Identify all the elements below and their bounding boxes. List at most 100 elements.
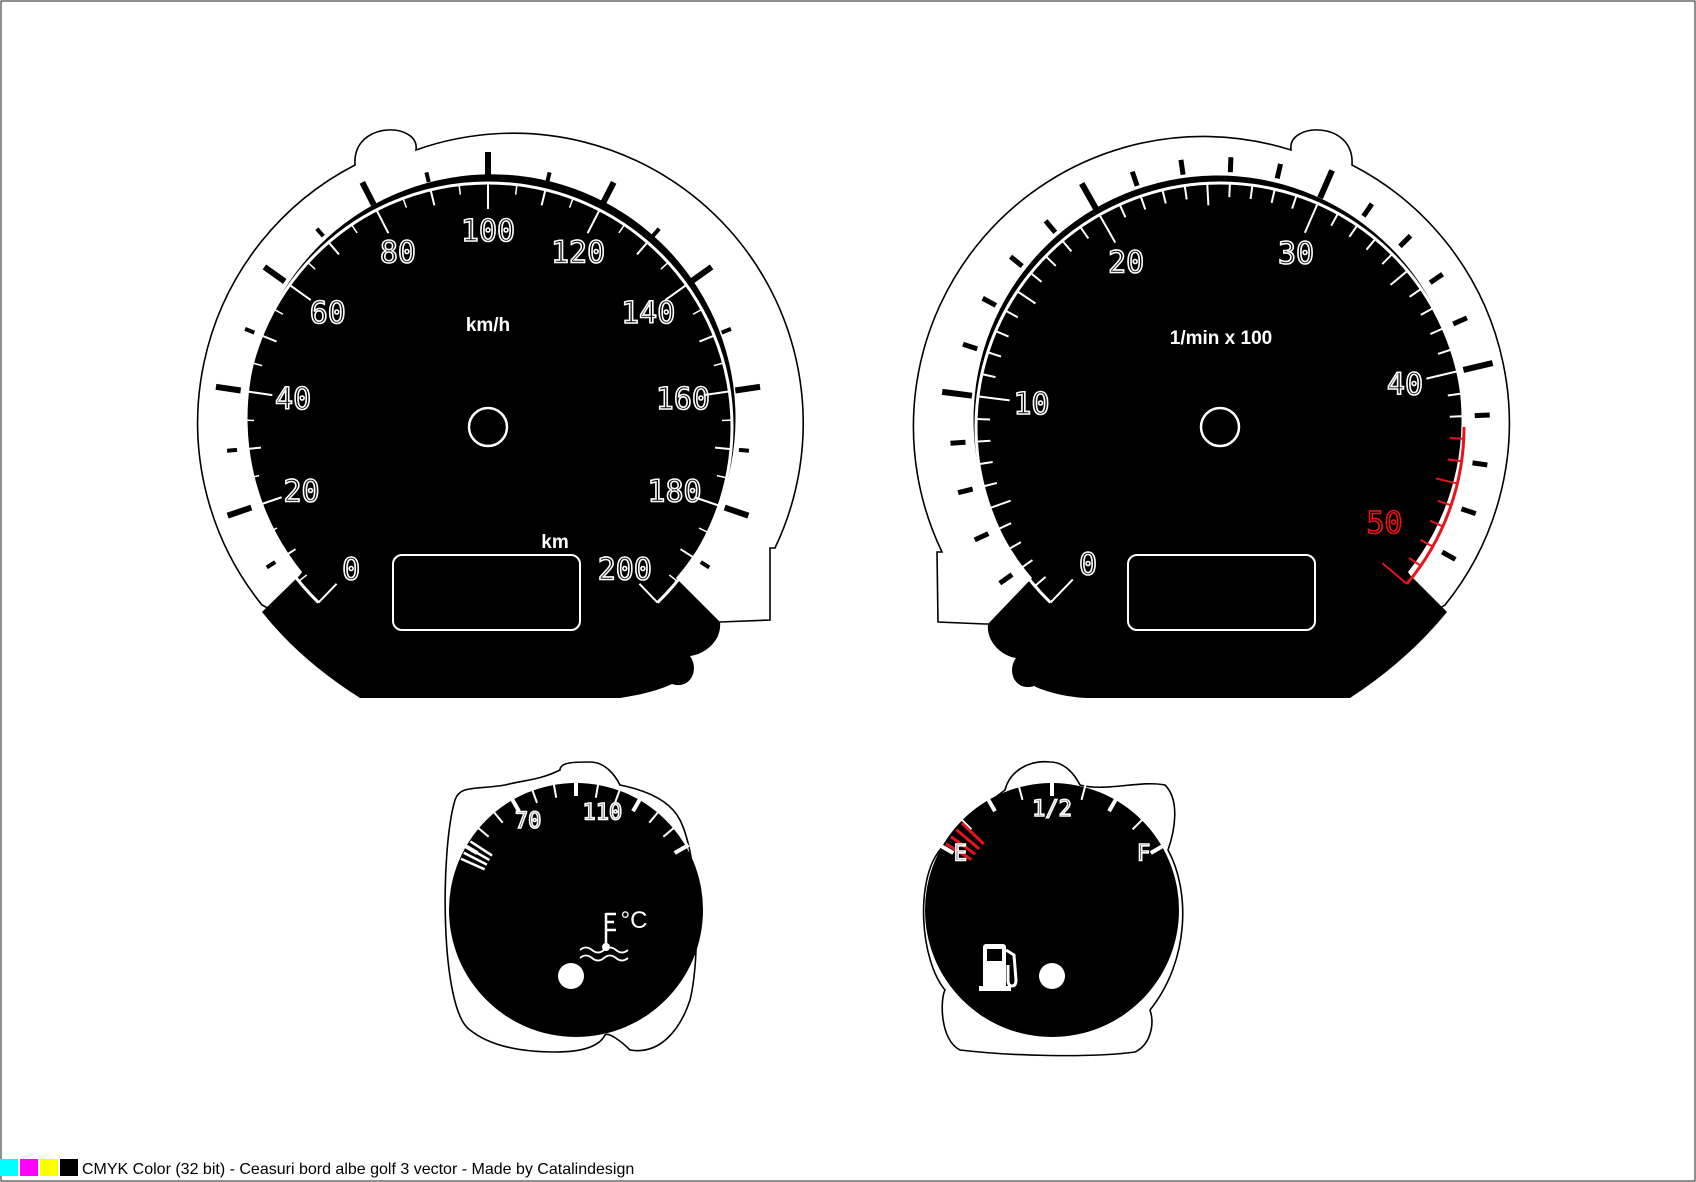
tachometer-major-tick [1079, 182, 1100, 212]
tachometer-minor-tick [1034, 576, 1047, 587]
tachometer-mid-tick [1361, 202, 1374, 218]
temperature-tick-inner [594, 781, 600, 798]
speedometer-minor-tick [692, 308, 703, 315]
speedometer-minor-tick [699, 334, 715, 343]
tachometer-minor-tick [1045, 255, 1057, 267]
tachometer-mid-tick [950, 439, 966, 446]
speedometer-mid-tick [424, 171, 431, 183]
temperature-tick-inner [614, 787, 622, 804]
speedometer-mid-tick [699, 560, 711, 570]
fuel-scale-labels: E1/2F [953, 796, 1151, 867]
tachometer-minor-tick [1330, 212, 1339, 227]
speedometer-minor-tick [244, 446, 262, 451]
fuel-reserve-hatch [955, 828, 981, 851]
speedometer-minor-tick [375, 209, 390, 234]
speedometer-major-tick [734, 383, 761, 394]
speedometer-minor-tick [429, 189, 436, 206]
speedometer-mid-tick [226, 447, 238, 453]
temperature-tick-inner [673, 843, 690, 855]
temperature-tick-inner [475, 825, 490, 838]
temperature-tick-inner [491, 809, 504, 824]
speedometer-minor-tick [540, 189, 547, 206]
tachometer-mid-tick [1043, 219, 1058, 234]
speedometer-mid-tick [651, 227, 661, 238]
speedometer-minor-tick [256, 496, 282, 507]
color-profile-footer: CMYK Color (32 bit) - Ceasuri bord albe … [0, 1159, 634, 1180]
tachometer-minor-tick [1426, 370, 1458, 380]
speedometer-major-tick [599, 181, 617, 207]
tachometer-minor-tick [1437, 499, 1452, 507]
speedometer-major-tick [689, 264, 714, 284]
tachometer-minor-tick [1437, 348, 1452, 355]
fuel-reserve-hatch [945, 842, 973, 861]
tachometer-minor-tick [1429, 327, 1444, 335]
speedometer-mid-tick [720, 326, 732, 335]
tachometer-minor-tick [1389, 270, 1409, 286]
speedometer-mid-tick [738, 447, 750, 453]
tachometer-minor-tick [1118, 204, 1127, 218]
speedometer-minor-tick [289, 284, 312, 301]
tachometer-minor-tick [1030, 272, 1043, 283]
speedometer-minor-tick [698, 527, 709, 534]
tachometer-minor-tick [997, 522, 1012, 530]
speedometer-scale-label: 140 [621, 296, 675, 331]
speedometer-scale-label: 80 [380, 236, 416, 271]
temperature-unit-symbol: °C [621, 907, 648, 934]
speedometer-scale-label: 200 [598, 553, 652, 588]
tachometer-minor-tick [1183, 185, 1188, 200]
speedometer-minor-tick [267, 527, 278, 534]
fuel-tick-inner [1080, 784, 1087, 801]
tachometer-minor-tick [1303, 203, 1319, 234]
speedometer-major-tick [723, 504, 750, 519]
speedometer-minor-tick [317, 583, 338, 604]
fuel-tick-inner [1131, 817, 1145, 831]
tachometer-mid-tick [1452, 315, 1468, 327]
temperature-tick-inner [662, 825, 677, 838]
tachometer-minor-tick [1420, 307, 1434, 316]
tachometer-mid-tick [962, 341, 979, 352]
fuel-ticks [938, 780, 1166, 861]
color-swatch [20, 1159, 38, 1176]
temperature-gauge: 70 110 °C [444, 761, 703, 1053]
tachometer-major-tick [1317, 169, 1335, 200]
speedometer-minor-tick [694, 496, 720, 507]
speedometer-major-tick [262, 264, 287, 284]
speedometer-scale-label: 160 [656, 382, 710, 417]
speedometer-mid-tick [315, 227, 325, 238]
odometer-label: km [541, 532, 568, 553]
tachometer-minor-tick [1381, 253, 1393, 265]
speedometer-minor-tick [660, 261, 669, 270]
temperature-scale-label: 110 [583, 800, 623, 825]
tachometer-mid-tick [998, 572, 1014, 586]
temperature-scale-label: 70 [515, 809, 542, 834]
tachometer-minor-tick [1291, 194, 1298, 209]
tachometer-major-tick [1409, 585, 1437, 610]
temperature-tick-inner [631, 796, 643, 813]
tachometer-minor-tick [1365, 238, 1377, 251]
tachometer-mid-tick [1008, 254, 1024, 269]
speedometer-minor-tick [703, 390, 730, 397]
speedometer-minor-tick [638, 583, 659, 604]
temperature-tick-inner [530, 787, 538, 804]
speedometer-scale-label: 0 [342, 553, 360, 588]
tachometer-scale-label: 50 [1366, 506, 1402, 541]
tachometer-mid-tick [1441, 549, 1457, 562]
temperature-cold-hatch [469, 840, 493, 857]
tachometer-minor-tick [987, 351, 1002, 358]
tachometer-mid-tick [1129, 170, 1140, 187]
tachometer-mid-tick [1472, 460, 1488, 468]
speedometer-scale-label: 100 [461, 214, 515, 249]
speedometer-minor-tick [458, 184, 462, 195]
speedometer-minor-tick [281, 548, 297, 559]
speedometer-major-tick [294, 604, 317, 627]
fuel-tick-inner [1017, 784, 1024, 801]
tachometer-major-tick [1462, 360, 1494, 373]
speedometer-minor-tick [273, 308, 284, 315]
speedometer-minor-tick [298, 574, 308, 582]
